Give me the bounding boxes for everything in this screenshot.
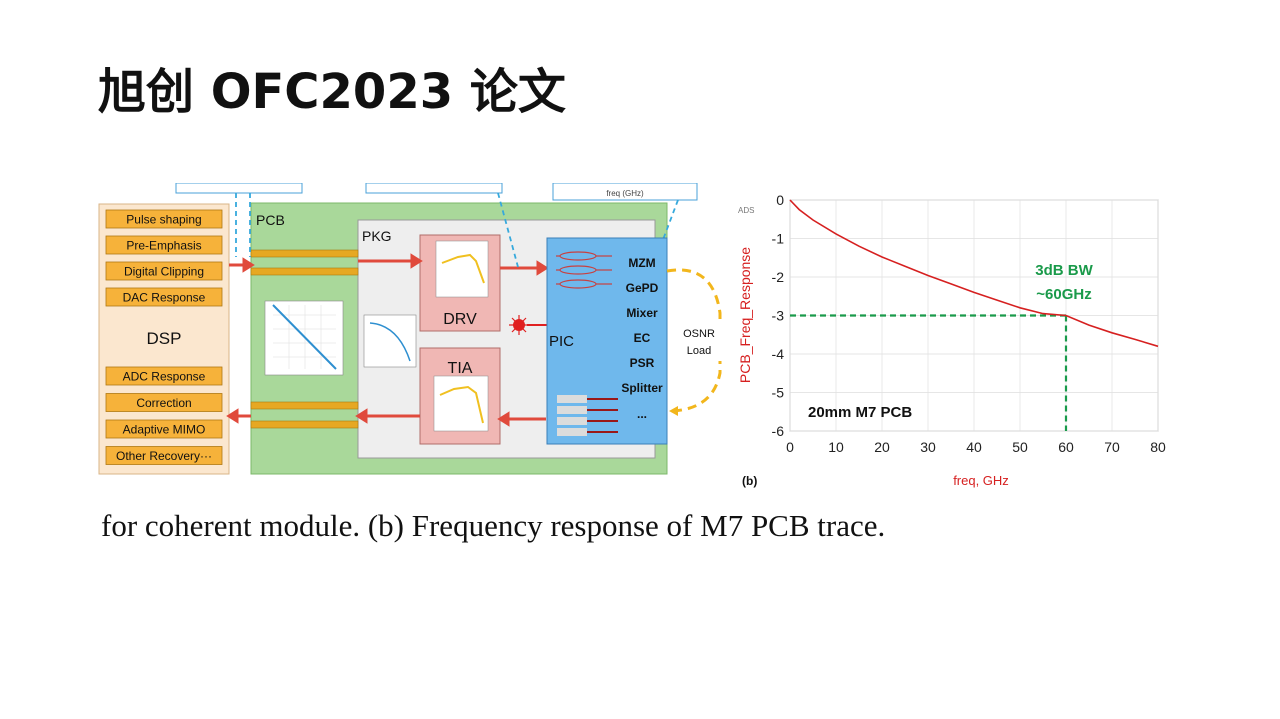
dsp-block-item <box>105 446 223 465</box>
dsp-block-label: Digital Clipping <box>124 265 204 279</box>
x-tick-label: 70 <box>1104 439 1120 455</box>
x-tick-label: 10 <box>828 439 844 455</box>
inset-frame-2 <box>365 183 503 194</box>
pic-label: PIC <box>549 333 574 350</box>
dsp-block-item <box>105 209 223 229</box>
osnr-loop <box>666 268 722 413</box>
dsp-block-item <box>105 366 223 386</box>
pic-component-label: EC <box>634 331 651 345</box>
x-tick-label: 60 <box>1058 439 1074 455</box>
dsp-block-label: Pre-Emphasis <box>126 239 201 253</box>
y-tick-label: -6 <box>772 423 785 439</box>
x-tick-label: 40 <box>966 439 982 455</box>
tia-label: TIA <box>448 360 473 377</box>
dsp-block-label: Correction <box>136 396 191 410</box>
ads-label: ADS <box>738 206 754 215</box>
pic-component-label: Splitter <box>621 381 663 395</box>
osnr-label-2: Load <box>687 345 711 357</box>
mzm-icons <box>556 251 612 289</box>
slide-title: 旭创 OFC2023 论文 <box>98 64 566 120</box>
frequency-response-chart: ADS 0 -1 -2 -3 -4 -5 -6 0 10 20 30 40 50 60 70 80 freq… <box>737 192 1166 488</box>
panel-label: (b) <box>742 474 757 488</box>
dsp-label: DSP <box>147 329 182 348</box>
dsp-block-item <box>105 261 223 281</box>
pic-component-label: MZM <box>628 256 655 270</box>
y-tick-label: -3 <box>772 308 785 324</box>
y-ticks: 0 -1 -2 -3 -4 -5 -6 <box>772 192 785 439</box>
inset-frame-1 <box>175 183 303 194</box>
pic-component-label: Mixer <box>626 306 658 320</box>
pkg-label: PKG <box>362 228 392 244</box>
dsp-block-item <box>105 419 223 439</box>
y-tick-label: 0 <box>776 192 784 208</box>
annotation-bw: 3dB BW <box>1035 262 1093 279</box>
top-inset-plots: freq (GHz) <box>175 183 698 201</box>
inset-frame-3 <box>552 183 698 201</box>
x-tick-label: 30 <box>920 439 936 455</box>
x-tick-label: 80 <box>1150 439 1166 455</box>
dsp-block-label: ADC Response <box>123 370 206 384</box>
y-tick-label: -1 <box>772 231 785 247</box>
block-diagram: freq (GHz) Pulse shapingPre-EmphasisDigi… <box>98 183 726 475</box>
x-tick-label: 20 <box>874 439 890 455</box>
dsp-block-label: Pulse shaping <box>126 213 201 227</box>
dsp-block-item <box>105 287 223 307</box>
dsp-block-item <box>105 393 223 412</box>
x-tick-label: 0 <box>786 439 794 455</box>
y-axis-label: PCB_Freq_Response <box>737 247 753 383</box>
x-ticks: 0 10 20 30 40 50 60 70 80 <box>786 439 1166 455</box>
x-tick-label: 50 <box>1012 439 1028 455</box>
dsp-block-label: DAC Response <box>123 291 206 305</box>
pic-component-label: PSR <box>630 356 655 370</box>
pic-component-label: GePD <box>626 281 659 295</box>
chart-inner-label: 20mm M7 PCB <box>808 404 912 421</box>
figure-caption: for coherent module. (b) Frequency respo… <box>101 508 886 543</box>
pic-component-label: ... <box>637 407 647 421</box>
pcb-response-inset <box>264 300 344 376</box>
bw-annotation-lines <box>790 314 1068 431</box>
y-tick-label: -4 <box>772 346 785 362</box>
drv-label: DRV <box>443 311 477 328</box>
inset-freq-label: freq (GHz) <box>606 189 644 198</box>
pd-array <box>557 395 618 436</box>
annotation-freq: ~60GHz <box>1036 286 1091 303</box>
dsp-block-label: Adaptive MIMO <box>123 423 206 437</box>
x-axis-label: freq, GHz <box>953 473 1009 488</box>
pcb-traces <box>250 249 359 429</box>
series-line <box>789 199 1159 348</box>
signal-arrows <box>226 253 549 427</box>
osnr-label-1: OSNR <box>683 328 715 340</box>
dsp-block-item <box>105 235 223 255</box>
dsp-block-label: Other Recovery··· <box>116 449 212 463</box>
y-tick-label: -2 <box>772 269 785 285</box>
pcb-label: PCB <box>256 212 285 228</box>
y-tick-label: -5 <box>772 385 785 401</box>
